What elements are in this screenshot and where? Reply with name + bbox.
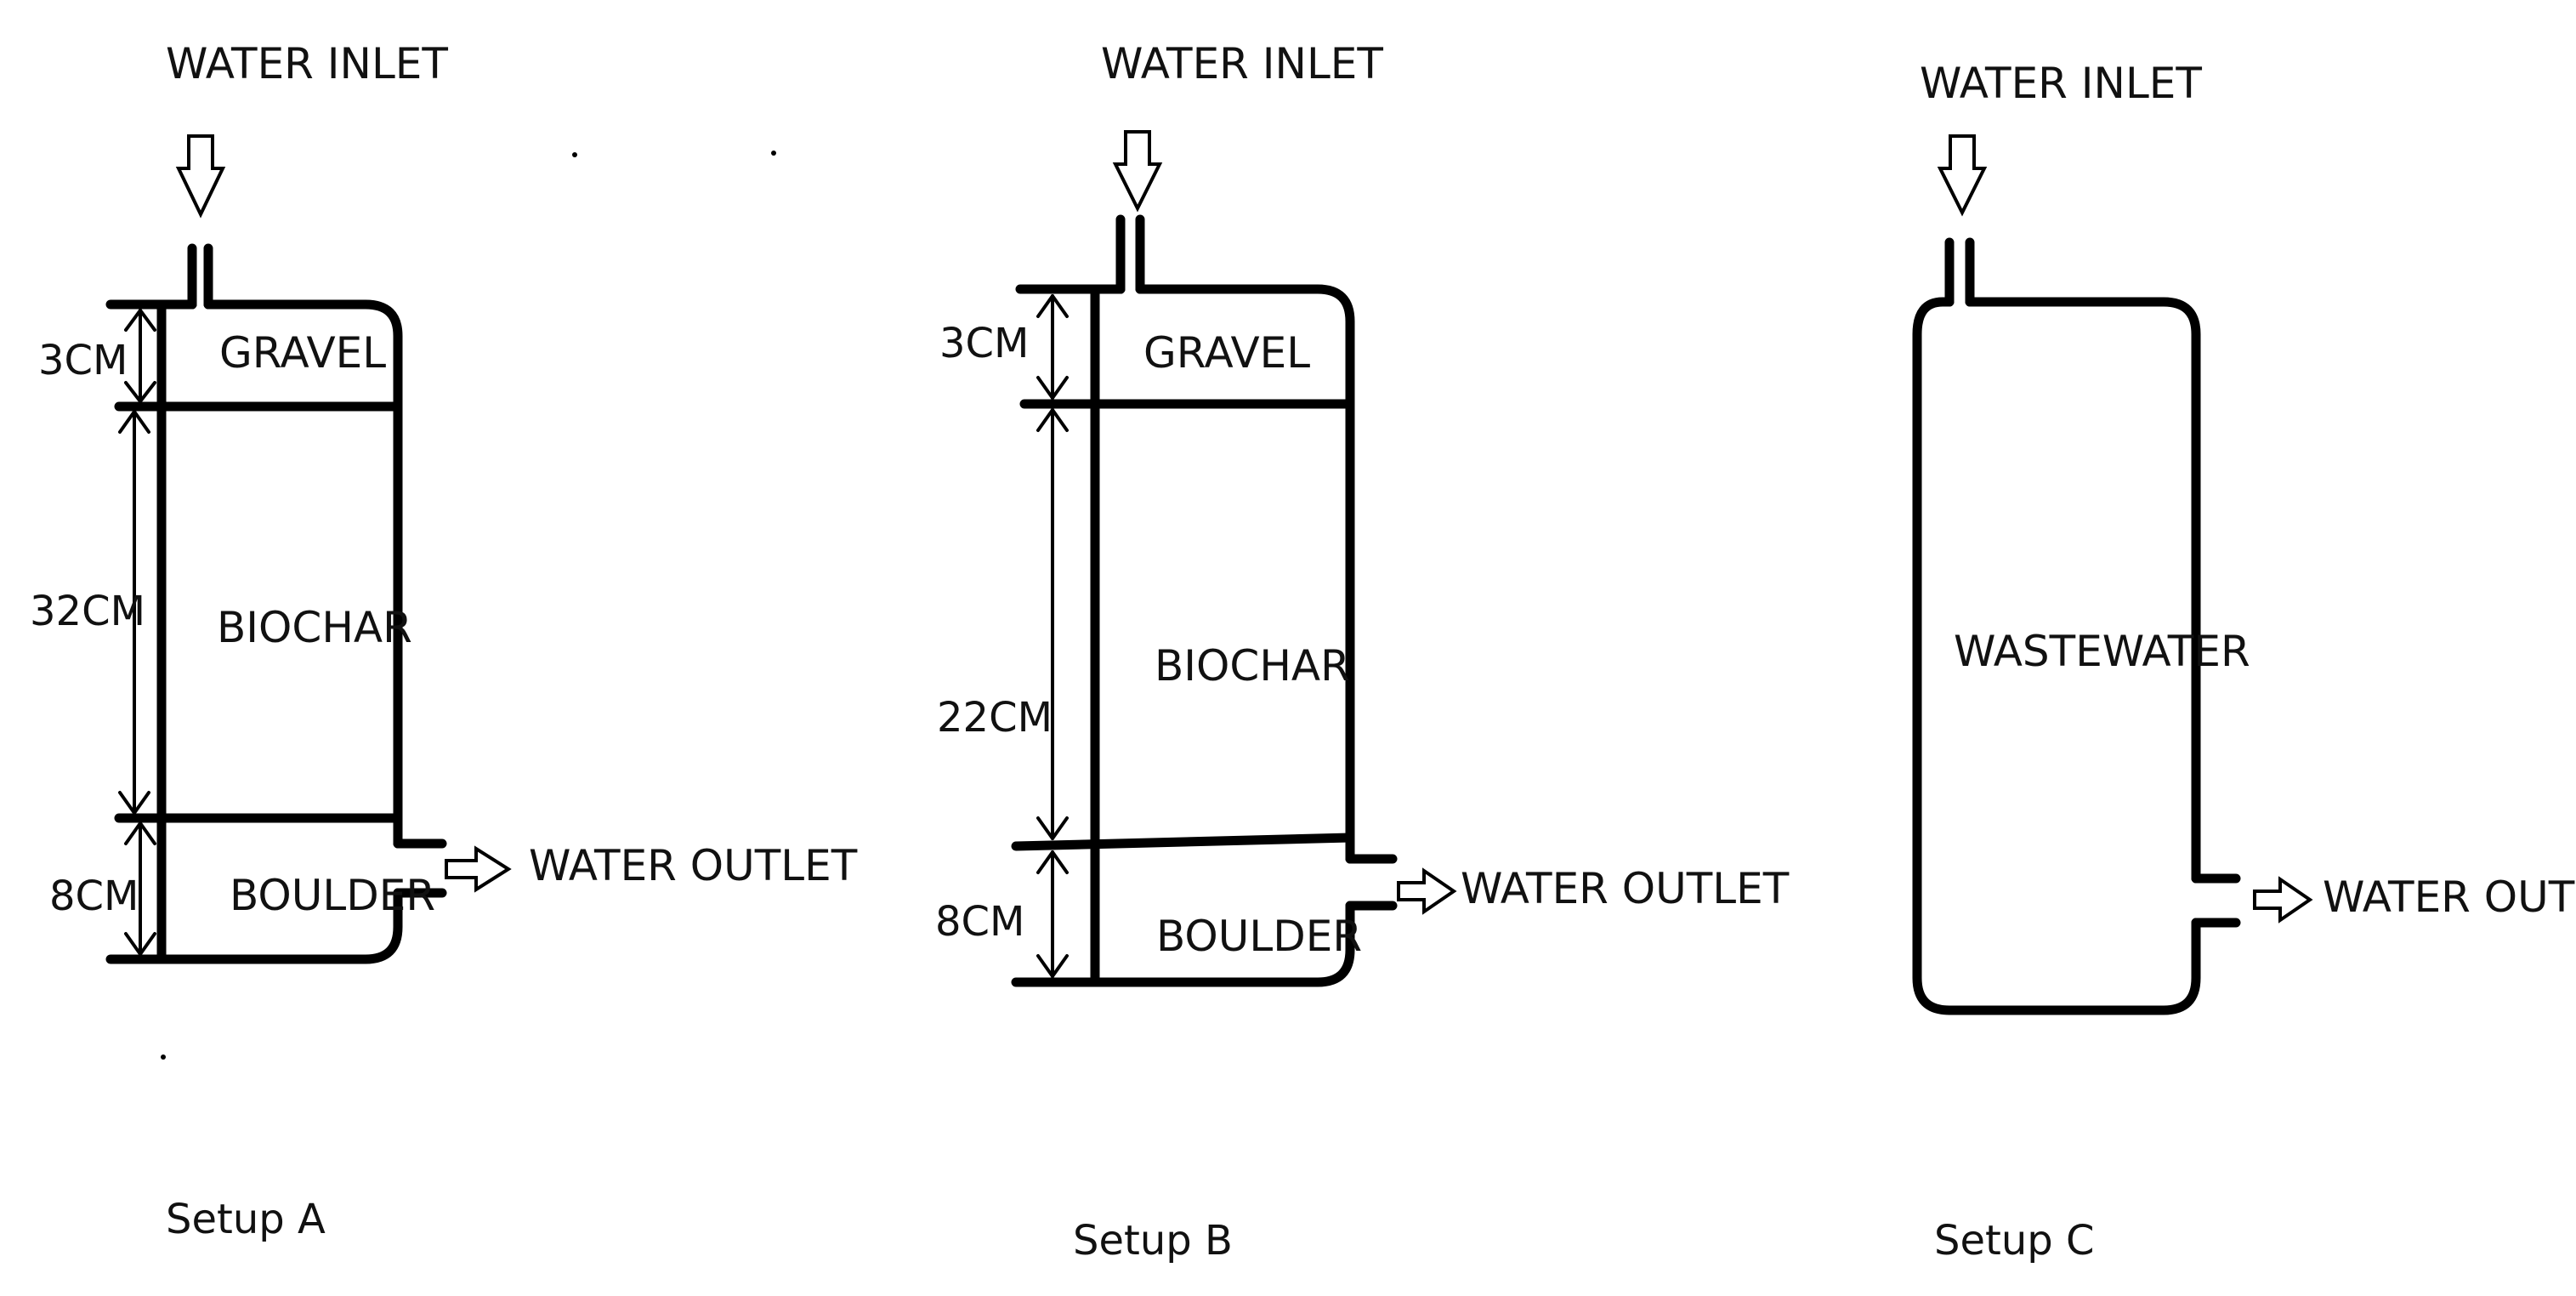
setup-b-caption: Setup B — [1073, 1217, 1233, 1265]
setup-b-divider-2 — [1011, 833, 1355, 851]
setup-b-dimension-lines — [1036, 294, 1069, 978]
setup-c-column-wall — [1912, 297, 2201, 1015]
setup-a-outlet-arrow — [445, 845, 512, 893]
setup-b-layer-gravel: GRAVEL — [1143, 328, 1310, 378]
setup-a-dimension-lines — [118, 309, 156, 956]
speck — [771, 151, 776, 156]
setup-a-layer-biochar: BIOCHAR — [217, 603, 412, 652]
setup-a: WATER INLET 3CM 32CM 8CM GRAVEL BIOCHAR … — [30, 39, 858, 1243]
setup-c: WATER INLET WASTEWATER WATER OUTLET Setu… — [1912, 59, 2576, 1265]
setup-b-layer-biochar: BIOCHAR — [1155, 641, 1350, 691]
setup-c-layer-wastewater: WASTEWATER — [1954, 627, 2250, 676]
setup-a-dim-gravel: 3CM — [38, 337, 128, 384]
speck — [572, 152, 577, 157]
setup-a-caption: Setup A — [166, 1196, 326, 1243]
setup-b-layer-boulder: BOULDER — [1156, 912, 1362, 961]
setup-c-column — [1912, 237, 2241, 1015]
setup-a-dim-boulder: 8CM — [49, 873, 139, 920]
setup-b-outlet-arrow — [1397, 867, 1457, 915]
setup-a-column-wall — [156, 299, 403, 964]
setup-c-outlet-label: WATER OUTLET — [2323, 873, 2576, 922]
setup-a-layer-gravel: GRAVEL — [219, 328, 386, 378]
setup-b-column-wall — [1090, 284, 1355, 987]
setup-b-dim-biochar: 22CM — [937, 694, 1053, 742]
setup-a-layer-boulder: BOULDER — [230, 871, 435, 920]
setup-a-inlet-label: WATER INLET — [166, 39, 448, 88]
setup-c-inlet-label: WATER INLET — [1920, 59, 2202, 108]
setup-c-outlet-arrow — [2253, 876, 2313, 924]
setup-a-column — [105, 243, 447, 964]
setup-a-outlet-label: WATER OUTLET — [529, 841, 858, 890]
setup-b-inlet-label: WATER INLET — [1101, 39, 1383, 88]
setup-b-inlet-arrow — [1112, 130, 1163, 213]
setup-a-dim-biochar: 32CM — [30, 588, 145, 635]
setup-a-inlet-arrow — [175, 134, 226, 219]
setup-b-outlet-label: WATER OUTLET — [1461, 864, 1790, 913]
speck — [161, 1054, 166, 1060]
setup-b-dim-gravel: 3CM — [939, 320, 1029, 367]
setup-b-dim-boulder: 8CM — [935, 898, 1024, 946]
setup-b-column — [1011, 214, 1398, 987]
setup-c-caption: Setup C — [1934, 1217, 2094, 1265]
setup-b: WATER INLET 3CM 22CM 8CM GRAVEL BIOCHAR … — [935, 39, 1790, 1265]
setup-c-inlet-arrow — [1937, 134, 1988, 217]
